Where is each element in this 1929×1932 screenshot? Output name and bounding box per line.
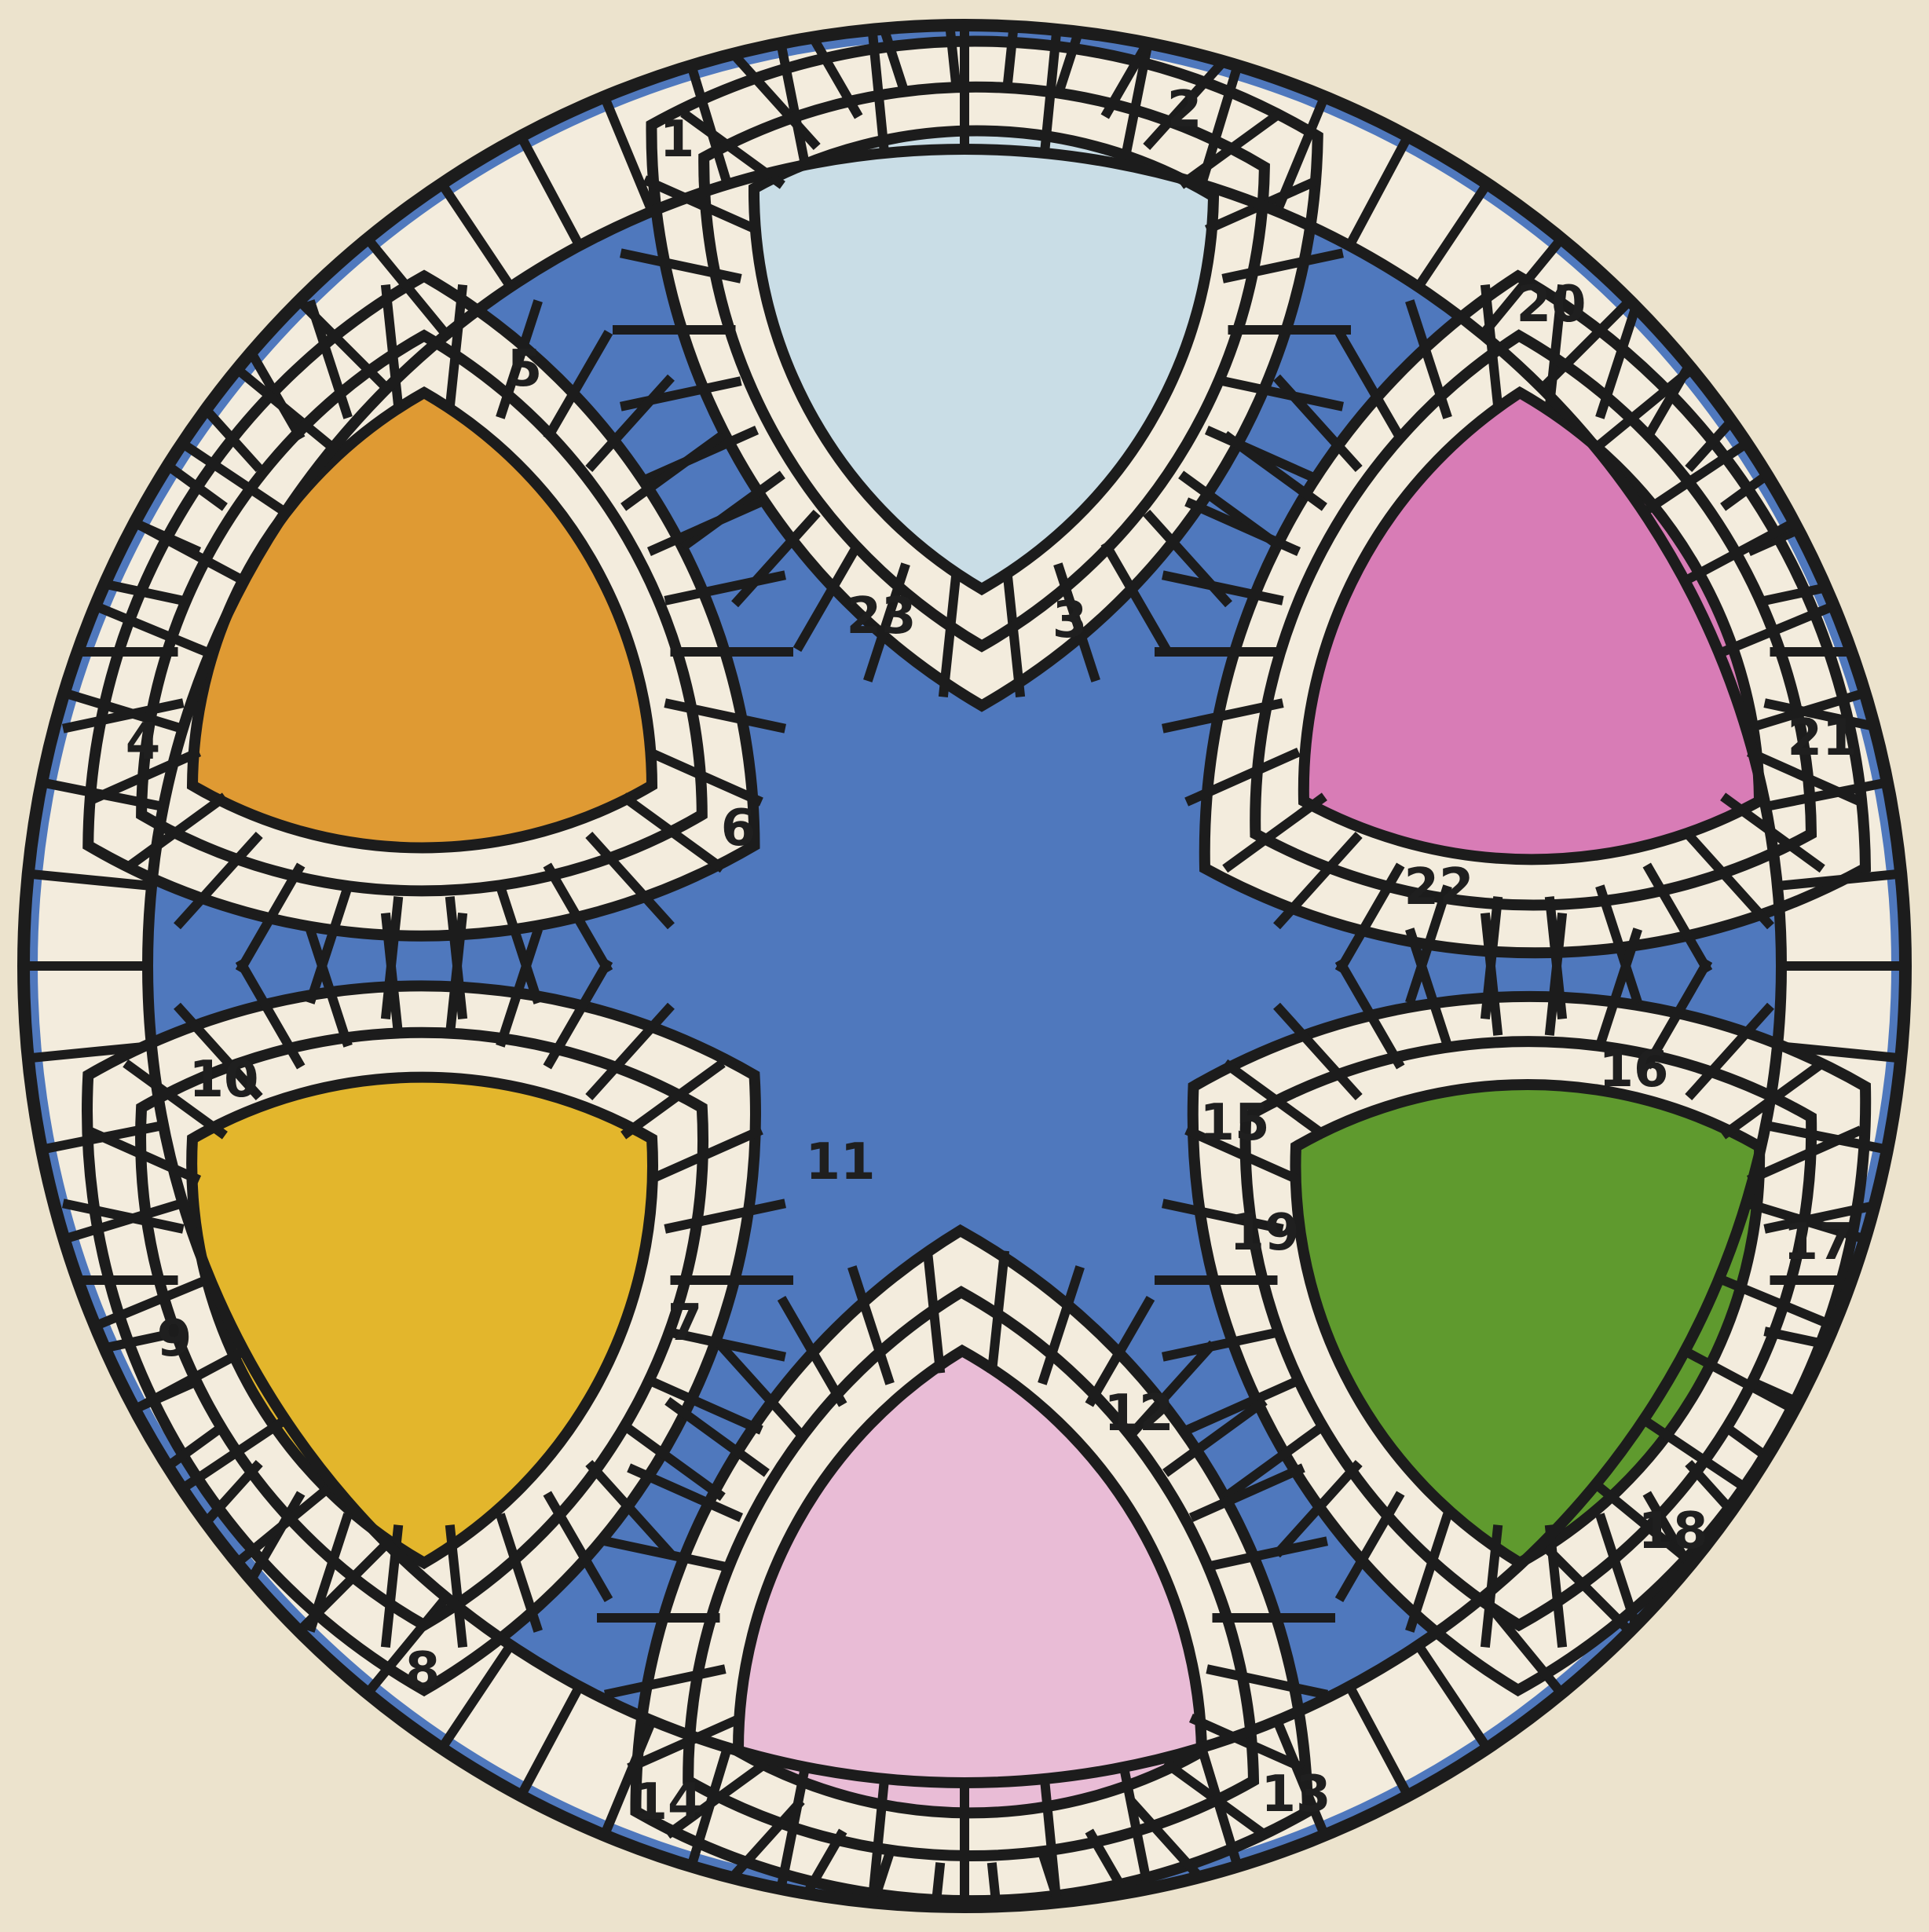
cell-number-19[interactable]: 19 [1229, 1204, 1299, 1262]
cell-number-6[interactable]: 6 [721, 800, 756, 858]
cell-number-12[interactable]: 12 [1104, 1385, 1173, 1443]
cell-number-2[interactable]: 2 [1167, 81, 1202, 139]
cell-number-21[interactable]: 21 [1787, 709, 1857, 767]
cell-number-5[interactable]: 5 [507, 340, 543, 398]
cell-number-16[interactable]: 16 [1598, 1041, 1668, 1099]
cell-number-3[interactable]: 3 [1052, 591, 1088, 649]
cell-number-1[interactable]: 1 [660, 111, 695, 169]
cell-number-13[interactable]: 13 [1261, 1766, 1331, 1824]
cell-number-23[interactable]: 23 [846, 587, 916, 646]
cell-number-4[interactable]: 4 [126, 713, 161, 771]
cell-number-7[interactable]: 7 [668, 1294, 703, 1352]
cell-number-8[interactable]: 8 [405, 1642, 441, 1700]
cell-number-14[interactable]: 14 [632, 1773, 702, 1831]
cell-number-10[interactable]: 10 [189, 1051, 258, 1109]
cell-number-15[interactable]: 15 [1199, 1094, 1269, 1152]
cell-number-20[interactable]: 20 [1516, 276, 1586, 334]
cell-number-9[interactable]: 9 [157, 1310, 192, 1368]
cell-number-22[interactable]: 22 [1404, 858, 1473, 917]
cell-number-11[interactable]: 11 [805, 1133, 875, 1191]
cell-number-17[interactable]: 17 [1783, 1213, 1853, 1272]
cell-number-18[interactable]: 18 [1638, 1502, 1708, 1561]
